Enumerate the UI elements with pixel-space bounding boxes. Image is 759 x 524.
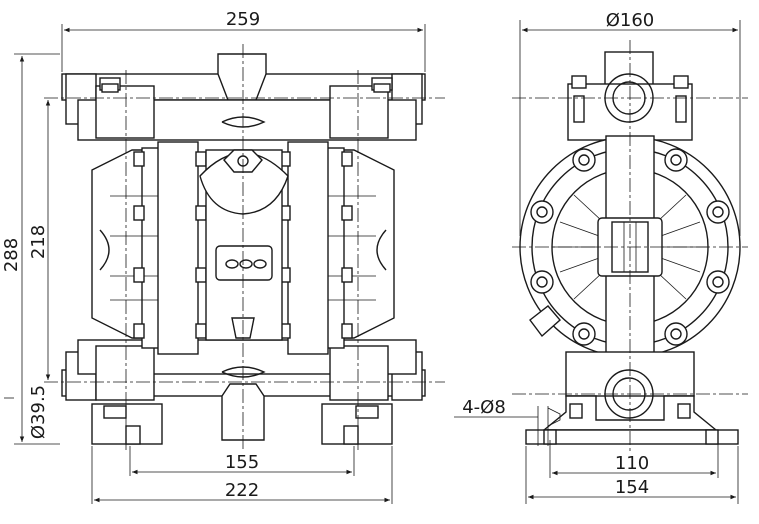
center-air-valve (199, 149, 289, 341)
side-bottom-port (525, 351, 739, 445)
front-view: 259 288 218 Ø39.5 155 222 (1, 9, 445, 504)
base-depth-label: 154 (615, 477, 649, 498)
overall-height-label: 288 (1, 238, 22, 272)
port-distance-label: 218 (28, 225, 49, 259)
right-diaphragm-chamber (279, 141, 395, 355)
top-manifold (61, 53, 426, 141)
mount-holes-label: 4-Ø8 (462, 397, 506, 418)
side-housing-bolts (530, 148, 730, 346)
side-view: Ø160 4-Ø8 110 154 (454, 10, 748, 504)
bolt-spacing-label: 155 (225, 452, 259, 473)
inlet-size-label: Ø39.5 (28, 385, 49, 439)
hole-spacing-label: 110 (615, 453, 649, 474)
diaphragm-diameter-label: Ø160 (606, 10, 655, 31)
front-dimension-lines (4, 24, 426, 504)
overall-width-label: 259 (226, 9, 260, 30)
base-width-label: 222 (225, 480, 259, 501)
side-centerlines (512, 40, 748, 452)
front-centerlines (44, 44, 445, 450)
bottom-manifold (61, 339, 426, 445)
left-diaphragm-chamber (91, 141, 207, 355)
side-dimension-lines (454, 20, 741, 504)
side-top-port (567, 51, 693, 141)
